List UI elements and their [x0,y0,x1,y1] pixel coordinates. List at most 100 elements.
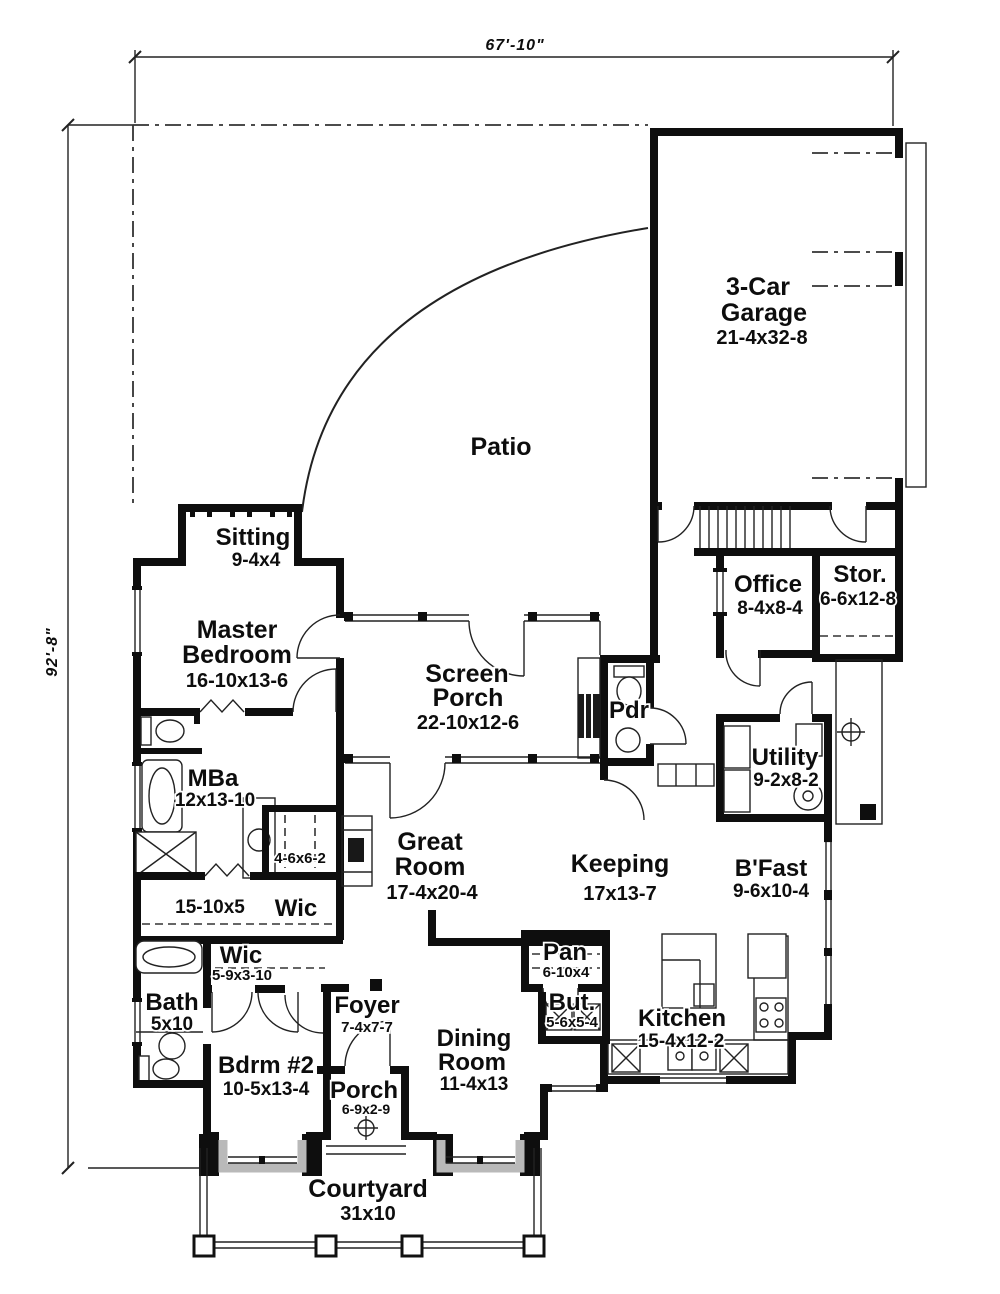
screen-porch-structure [344,612,601,819]
porch-label: Porch [330,1077,398,1104]
garage-label-2: Garage [721,299,807,327]
bedroom2-label: Bdrm #2 [218,1052,314,1079]
utility-room [716,659,883,842]
utility-dims: 9-2x8-2 [753,770,819,791]
utility-sink [795,723,823,757]
courtyard-dims: 31x10 [340,1203,396,1225]
sitting-label: Sitting [216,524,291,551]
closet-dims: 4-6x6-2 [274,850,326,867]
kitchen-fixtures [607,933,789,1075]
bedroom2-dims: 10-5x13-4 [223,1079,310,1100]
great-room-label-1: Great [397,828,463,856]
powder-toilet [613,665,645,678]
wic-bifold-door [204,862,250,878]
railing-post [192,1234,216,1258]
dining-walls [405,1084,608,1176]
foyer-label: Foyer [334,992,399,1019]
powder-label: Pdr [609,697,649,724]
pantry-dims: 6-10x4 [543,964,590,981]
wic-hall-dims: 5-9x3-10 [212,967,272,984]
patio-label: Patio [470,433,531,461]
storage-label: Stor. [833,561,886,588]
great-room-dims: 17-4x20-4 [386,882,478,904]
railing-post [522,1234,546,1258]
garage-dims: 21-4x32-8 [716,327,807,349]
great-room-label-2: Room [395,853,466,881]
hall-bath [133,936,325,1088]
bath-sink [158,1032,186,1060]
sitting-window-ticks [190,511,292,517]
sitting-dims: 9-4x4 [232,550,281,571]
screen-porch-dims: 22-10x12-6 [417,712,519,734]
dining-label-2: Room [438,1049,506,1076]
pantry-label: Pan [543,939,587,966]
side-stoop [835,659,883,825]
overall-width-dimension: 67'-10" [485,37,544,54]
porch-dims: 6-9x2-9 [342,1101,390,1117]
master-bifold-door [199,698,245,714]
great-room-builtin [341,815,373,887]
patio-boundary-lines [132,124,649,513]
bedroom2-walls [199,985,331,1176]
bath-tub [135,940,203,974]
butler-label: But. [549,989,596,1016]
bath-dims: 5x10 [151,1014,193,1035]
keeping-label: Keeping [571,850,670,878]
railing-post [314,1234,338,1258]
wic-master-dims: 15-10x5 [175,897,245,918]
garage-door-panel [905,142,927,488]
kitchen-label: Kitchen [638,1005,726,1032]
garage-label-1: 3-Car [726,273,790,301]
mba-label: MBa [188,765,239,792]
utility-label: Utility [752,744,819,771]
tub-window [132,762,142,832]
exterior-light-symbol [837,718,865,746]
office-dims: 8-4x8-4 [737,598,803,619]
kitchen-window [656,1076,730,1084]
keeping-walls [428,910,610,946]
kitchen-counter [607,1039,789,1075]
master-suite-walls [132,504,344,1088]
courtyard-railing [192,1148,546,1258]
mud-bench [657,763,715,787]
wic-master-label: Wic [275,895,317,922]
column-post [370,979,382,991]
bedroom2-bay-window [228,1156,297,1164]
dining-bay-window [446,1156,515,1164]
dimension-annotations: 67'-10" 92'-8" [42,35,900,1175]
bath-label: Bath [145,989,198,1016]
stairs [657,505,903,556]
office-storage-walls [713,548,903,687]
pantry-butler [521,930,610,1044]
dining-label-1: Dining [437,1025,512,1052]
office-label: Office [734,571,802,598]
office-window [713,568,727,616]
kitchen-sink [667,1043,693,1071]
master-label-1: Master [197,616,278,644]
garage-structure [650,128,927,662]
storage-dims: 6-6x12-8 [820,589,896,610]
mba-toilet [140,716,152,746]
powder-sink [615,727,641,753]
dining-dims: 11-4x13 [440,1074,509,1095]
dryer [723,769,751,813]
railing-post [400,1234,424,1258]
patio-arc [301,227,649,513]
breakfast-dims: 9-6x10-4 [733,881,809,902]
master-label-2: Bedroom [182,641,292,669]
kitchen-island [661,933,717,1009]
butler-dims: 5-6x5-4 [546,1014,598,1031]
kitchen-dims: 15-4x12-2 [638,1031,725,1052]
porch-light-symbol [354,1116,378,1140]
refrigerator [747,933,787,979]
master-bath [133,708,343,944]
mba-dims: 12x13-10 [175,790,255,811]
foyer-porch [317,979,409,1155]
keeping-dims: 17x13-7 [583,883,656,905]
bath-toilet [138,1055,150,1083]
washer [723,725,751,769]
master-window [132,586,142,656]
overall-height-dimension: 92'-8" [44,627,61,676]
